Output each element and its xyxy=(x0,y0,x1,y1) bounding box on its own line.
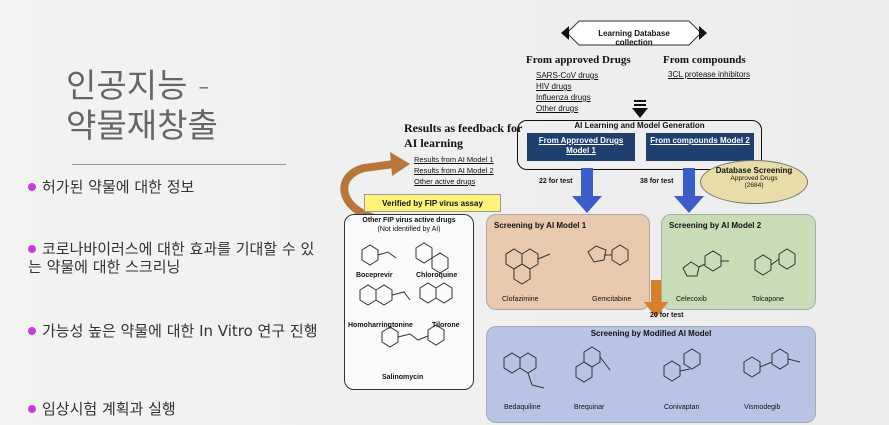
orange-arrow-icon xyxy=(644,280,668,318)
bullet-dot-icon xyxy=(28,327,36,335)
screen1-box xyxy=(486,214,650,310)
drug-label: Celecoxib xyxy=(676,296,707,303)
title-divider xyxy=(72,164,286,165)
fip-box-title: Other FIP virus active drugs xyxy=(362,217,456,224)
compounds-item: 3CL protease inhibitors xyxy=(668,70,750,79)
db-screening-count: (2684) xyxy=(744,182,764,189)
screen1-title: Screening by AI Model 1 xyxy=(494,221,587,230)
drug-label: Brequinar xyxy=(574,404,605,411)
screen2-molecules-icon xyxy=(682,248,796,277)
bullet-dot-icon xyxy=(28,245,36,253)
bullet-dot-icon xyxy=(28,183,36,191)
bullet-item: 가능성 높은 약물에 대한 In Vitro 연구 진행 xyxy=(28,322,328,340)
drug-label: Boceprevir xyxy=(356,272,393,279)
drug-label: Salinomycin xyxy=(382,374,424,381)
drug-label: Tolcapone xyxy=(752,296,784,303)
fip-molecules-icon xyxy=(359,242,453,348)
slide-title: 인공지능 - 약물재창출 xyxy=(66,66,218,145)
list-item: Results from AI Model 2 xyxy=(414,166,494,175)
list-item: Influenza drugs xyxy=(536,93,591,102)
drug-label: Conivaptan xyxy=(664,404,700,411)
bullet-item: 허가된 약물에 대한 정보 xyxy=(28,178,328,196)
feedback-list: Results from AI Model 1 Results from AI … xyxy=(414,154,494,187)
bullet-text: 임상시험 계획과 실행 xyxy=(42,400,176,418)
test1-label: 22 for test xyxy=(539,178,573,185)
screen2-box xyxy=(661,214,816,310)
fip-drugs-box xyxy=(344,214,474,390)
screen3-title: Screening by Modified AI Model xyxy=(590,329,712,338)
drug-label: Clofazimine xyxy=(502,296,539,303)
bullet-dot-icon xyxy=(28,405,36,413)
db-screening-title: Database Screening xyxy=(715,166,793,175)
db-banner-shape xyxy=(561,20,707,46)
list-item: HIV drugs xyxy=(536,82,572,91)
bullet-text: 허가된 약물에 대한 정보 xyxy=(42,178,195,196)
drug-repurposing-figure: Learning Database collection From approv… xyxy=(334,18,834,423)
drug-label: Homoharringtonine xyxy=(348,322,413,329)
bullet-text: 코로나바이러스에 대한 효과를 기대할 수 있는 약물에 대한 스크리닝 xyxy=(28,240,315,276)
test2-label: 38 for test xyxy=(640,178,674,185)
feedback-title: Results as feedback for AI learning xyxy=(404,121,523,150)
fip-box-sub: (Not identified by AI) xyxy=(377,226,441,233)
db-screening-sub: Approved Drugs xyxy=(730,175,778,182)
fip-verified-label: Verified by FIP virus assay xyxy=(364,194,501,212)
db-collection-title: Learning Database collection xyxy=(598,29,670,47)
screen2-title: Screening by AI Model 2 xyxy=(669,221,762,230)
bullet-item: 코로나바이러스에 대한 효과를 기대할 수 있는 약물에 대한 스크리닝 xyxy=(28,240,328,276)
screen3-molecules-icon xyxy=(503,346,801,389)
down-arrow-icon xyxy=(632,100,648,118)
drug-label: Gemcitabine xyxy=(592,296,632,303)
db-screening-badge: Database Screening Approved Drugs (2684) xyxy=(700,160,808,204)
screen3-box xyxy=(486,326,816,423)
model1-box: From Approved Drugs Model 1 xyxy=(527,133,635,161)
bullet-item: 임상시험 계획과 실행 xyxy=(28,400,328,418)
bullet-text: 가능성 높은 약물에 대한 In Vitro 연구 진행 xyxy=(42,322,318,340)
model2-box: From compounds Model 2 xyxy=(646,133,754,161)
blue-arrow-icon xyxy=(572,168,602,213)
drug-label: Chloroquine xyxy=(416,272,458,279)
feedback-arrow-icon xyxy=(340,152,410,222)
ai-box-title: AI Learning and Model Generation xyxy=(574,121,705,130)
drug-label: Bedaquiline xyxy=(504,404,541,411)
ai-learning-box xyxy=(517,120,762,170)
drug-label: Tilorone xyxy=(432,322,460,329)
compounds-title: From compounds xyxy=(663,54,746,66)
approved-list: SARS-CoV drugs HIV drugs Influenza drugs… xyxy=(536,70,598,114)
test3-label: 20 for test xyxy=(650,312,684,319)
blue-arrow-icon xyxy=(674,168,704,213)
list-item: Results from AI Model 1 xyxy=(414,155,494,164)
approved-title: From approved Drugs xyxy=(526,54,631,66)
list-item: SARS-CoV drugs xyxy=(536,71,599,80)
list-item: Other drugs xyxy=(536,104,579,113)
list-item: Other active drugs xyxy=(414,177,476,186)
drug-label: Vismodegib xyxy=(744,404,781,411)
screen1-molecules-icon xyxy=(505,244,629,285)
